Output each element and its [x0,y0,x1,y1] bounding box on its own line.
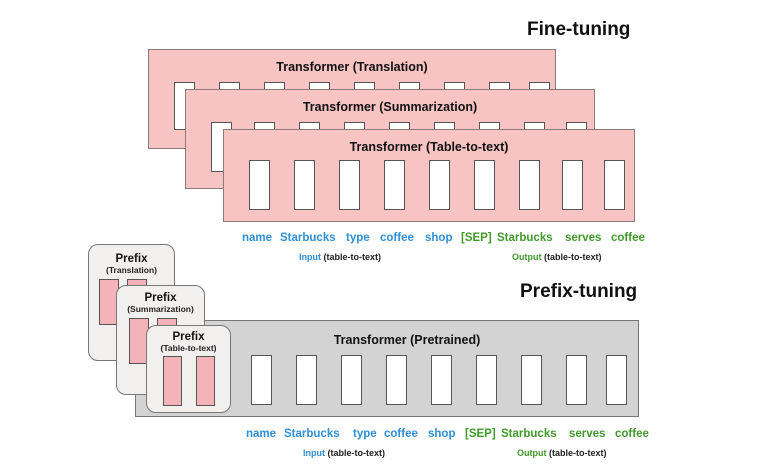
token-slot [294,160,315,210]
token-slot [384,160,405,210]
token-slot [431,355,452,405]
input-token: shop [425,232,453,244]
output-token: serves [569,428,606,440]
output-label-rest: (table-to-text) [544,252,602,262]
token-slot [521,355,542,405]
sep-token: [SEP] [465,428,496,440]
prefix-translation-sub: (Translation) [105,265,157,275]
input-token: type [346,232,370,244]
output-token: Starbucks [497,232,553,244]
prefix-translation-title: Prefix [115,253,148,265]
finetuning-title: Fine-tuning [527,19,631,40]
transformer-table-to-text-title: Transformer (Table-to-text) [349,140,509,154]
sep-token: [SEP] [461,232,492,244]
output-label: Output (table-to-text) [512,252,602,262]
prefixtuning-title: Prefix-tuning [520,281,638,302]
input-label: Input (table-to-text) [303,448,385,458]
output-label-word: Output [517,448,547,458]
token-slot [251,355,272,405]
output-token: serves [565,232,602,244]
input-token: coffee [380,232,414,244]
input-label-rest: (table-to-text) [327,448,386,458]
token-slot [386,355,407,405]
input-token: Starbucks [284,428,340,440]
token-slot [296,355,317,405]
token-slot [519,160,540,210]
transformer-summarization-title: Transformer (Summarization) [302,100,478,114]
input-token: name [242,232,273,244]
output-token: coffee [615,428,649,440]
output-label: Output (table-to-text) [517,448,607,458]
transformer-translation-title: Transformer (Translation) [276,60,428,74]
token-slot [341,355,362,405]
token-slot [562,160,583,210]
prefix-summarization-title: Prefix [144,292,177,304]
token-slot [429,160,450,210]
prefix-slot [163,356,182,406]
input-label-word: Input [303,448,325,458]
output-label-word: Output [512,252,542,262]
input-label-word: Input [299,252,321,262]
input-token: name [246,428,277,440]
transformer-table-to-text: Transformer (Table-to-text) [223,129,635,222]
input-label-rest: (table-to-text) [323,252,382,262]
token-slot [566,355,587,405]
input-token: shop [428,428,456,440]
input-token: Starbucks [280,232,336,244]
transformer-pretrained-title: Transformer (Pretrained) [333,333,481,347]
output-label-rest: (table-to-text) [549,448,607,458]
token-slot [474,160,495,210]
input-token: type [353,428,377,440]
prefix-slot [196,356,215,406]
output-token: coffee [611,232,645,244]
token-slot [249,160,270,210]
input-token: coffee [384,428,418,440]
prefix-table-to-text-sub: (Table-to-text) [160,343,217,353]
prefix-table-to-text: Prefix (Table-to-text) [146,325,231,413]
prefix-table-to-text-title: Prefix [172,331,205,343]
token-slot [476,355,497,405]
output-token: Starbucks [501,428,557,440]
token-slot [604,160,625,210]
input-label: Input (table-to-text) [299,252,381,262]
token-slot [339,160,360,210]
prefix-summarization-sub: (Summarization) [127,304,194,314]
token-slot [606,355,627,405]
